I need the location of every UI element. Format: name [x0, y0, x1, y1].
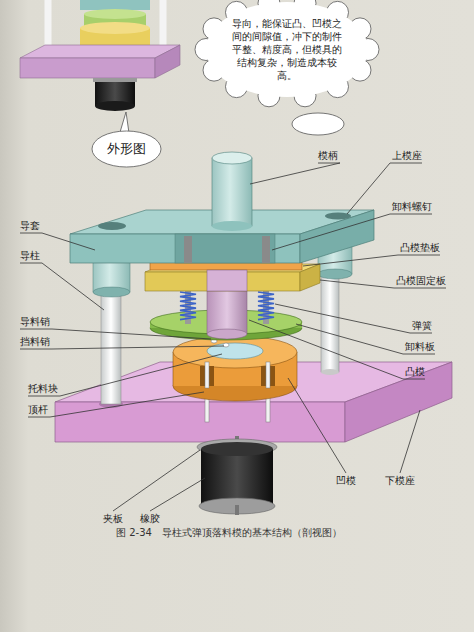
part-label: 凸模 — [405, 366, 425, 378]
part-label: 托料块 — [28, 383, 58, 395]
leader-line — [113, 450, 200, 511]
part-label: 凸模固定板 — [396, 275, 446, 287]
part-label: 下模座 — [385, 475, 415, 487]
part-label: 挡料销 — [20, 336, 50, 348]
note-text: 外形图 — [107, 141, 146, 157]
note-text: 导向，能保证凸、凹模之间的间隙值，冲下的制件平整、精度高，但模具的结构复杂，制造… — [231, 17, 343, 82]
part-label: 卸料板 — [405, 341, 435, 353]
leader-line — [303, 255, 440, 266]
part-label: 弹簧 — [412, 320, 432, 332]
leader-line — [20, 346, 224, 349]
leader-line — [249, 320, 425, 379]
spring-coil — [258, 292, 274, 320]
part-label: 顶杆 — [28, 404, 48, 416]
part-label: 凹模 — [336, 475, 356, 487]
leader-line — [28, 354, 222, 396]
leader-line — [250, 163, 340, 184]
part-label: 导套 — [20, 220, 40, 232]
note-cloud: 导向，能保证凸、凹模之间的间隙值，冲下的制件平整、精度高，但模具的结构复杂，制造… — [206, 2, 368, 97]
part-label: 导柱 — [20, 250, 40, 262]
leader-line — [275, 304, 432, 333]
part-label: 模柄 — [318, 150, 338, 162]
leader-line — [288, 378, 346, 473]
part-label: 夹板 — [103, 513, 123, 525]
part-label: 导料销 — [20, 316, 50, 328]
leader-line — [150, 478, 205, 511]
part-label: 卸料螺钉 — [392, 201, 432, 213]
part-label: 橡胶 — [140, 513, 160, 525]
part-label: 上模座 — [392, 150, 422, 162]
leader-line — [28, 392, 204, 417]
leader-line — [400, 410, 420, 473]
part-label: 凸模垫板 — [400, 242, 440, 254]
leader-line — [20, 233, 95, 250]
speech-bubble: 外形图 — [92, 131, 161, 167]
figure-caption: 图 2-34 导柱式弹顶落料模的基本结构（剖视图） — [116, 527, 342, 539]
leader-line — [20, 263, 104, 310]
spring-coil — [180, 292, 196, 320]
